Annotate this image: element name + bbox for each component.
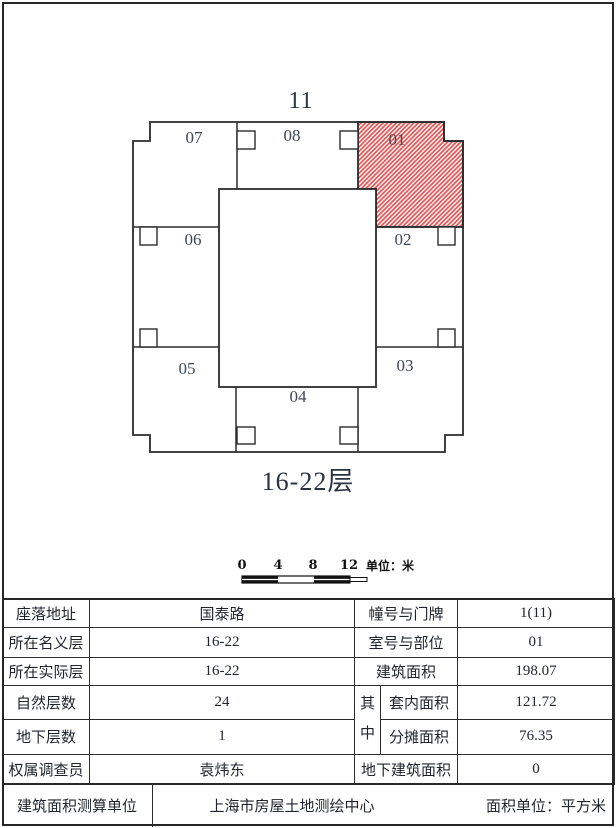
row4-value2: 121.72 <box>457 684 616 720</box>
table-footer-row: 建筑面积测算单位 上海市房屋土地测绘中心 面积单位：平方米 <box>2 783 614 827</box>
building-number-title: 11 <box>288 88 314 114</box>
table-row: 自然层数 24 其中 套内面积 121.72 <box>2 684 616 755</box>
row2-value2: 01 <box>457 626 616 658</box>
area-unit-note: 面积单位：平方米 <box>485 799 606 815</box>
surveying-agency: 上海市房屋土地测绘中心 <box>209 799 375 815</box>
scale-tick-8: 8 <box>308 558 318 573</box>
row5-value: 1 <box>89 718 355 755</box>
footer-label: 建筑面积测算单位 <box>2 784 153 827</box>
row3-value: 16-22 <box>89 656 355 686</box>
unit-label-03: 03 <box>396 356 414 375</box>
unit-label-04: 04 <box>289 387 307 406</box>
row6-value: 袁炜东 <box>89 753 355 785</box>
row3-label: 所在实际层 <box>2 656 90 686</box>
unit-label-05: 05 <box>178 359 196 378</box>
row5-value2: 76.35 <box>457 718 616 755</box>
scale-tick-4: 4 <box>273 558 283 573</box>
row3-label2: 建筑面积 <box>353 656 459 686</box>
unit-label-07: 07 <box>185 128 203 147</box>
row5-label: 地下层数 <box>2 718 90 755</box>
row2-value: 16-22 <box>89 626 355 658</box>
scale-bar <box>241 575 368 584</box>
scale-unit-label: 单位：米 <box>366 559 415 573</box>
row1-label2: 幢号与门牌 <box>353 598 459 628</box>
shaft-notches <box>139 130 456 445</box>
unit-label-06: 06 <box>184 230 202 249</box>
table-row: 所在实际层 16-22 建筑面积 198.07 <box>2 656 616 686</box>
row3-value2: 198.07 <box>457 656 616 686</box>
table-row: 权属调查员 袁炜东 地下建筑面积 0 <box>2 753 616 785</box>
table-row: 所在名义层 16-22 室号与部位 01 <box>2 626 616 658</box>
row2-label: 所在名义层 <box>2 626 90 658</box>
row6-value2: 0 <box>457 753 616 785</box>
row1-value: 国泰路 <box>89 598 355 628</box>
row1-label: 座落地址 <box>2 598 90 628</box>
unit-label-02: 02 <box>394 230 412 249</box>
row4-value: 24 <box>89 684 355 720</box>
row5-label2: 分摊面积 <box>379 718 459 755</box>
row6-label2: 地下建筑面积 <box>353 753 459 785</box>
row6-label: 权属调查员 <box>2 753 90 785</box>
row1-value2: 1(11) <box>457 598 616 628</box>
unit-label-01: 01 <box>388 130 406 149</box>
row4-label2: 套内面积 <box>379 684 459 720</box>
row4-label: 自然层数 <box>2 684 90 720</box>
table-row: 座落地址 国泰路 幢号与门牌 1(11) <box>2 598 616 628</box>
row2-label2: 室号与部位 <box>353 626 459 658</box>
unit-label-08: 08 <box>283 126 301 145</box>
floor-range-label: 16-22层 <box>261 467 355 496</box>
scale-tick-0: 0 <box>237 558 247 573</box>
scale-tick-12: 12 <box>339 558 359 573</box>
group-cell-qizhong: 其中 <box>354 684 381 755</box>
property-info-table: 座落地址 国泰路 幢号与门牌 1(11) 所在名义层 16-22 室号与部位 0… <box>2 598 616 785</box>
core-region <box>218 188 377 388</box>
table-row: 地下层数 1 分摊面积 76.35 <box>2 718 616 755</box>
